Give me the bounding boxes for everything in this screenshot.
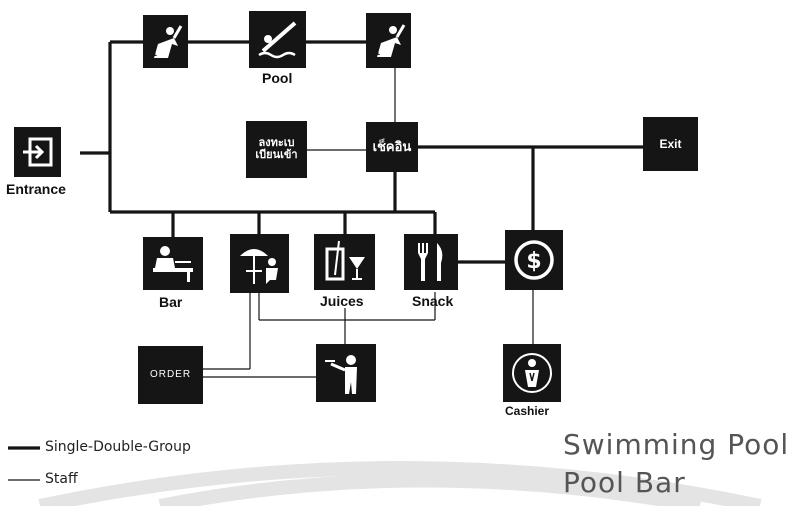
legend-staff-flow: Staff xyxy=(45,471,78,487)
juices-label: Juices xyxy=(320,293,364,309)
svg-text:$: $ xyxy=(526,249,541,274)
diagram-title: Swimming Pool xyxy=(563,428,790,461)
drinks-icon xyxy=(325,240,365,281)
pool-node xyxy=(249,11,306,68)
fork-knife-icon xyxy=(418,243,443,281)
guest-flow-lines xyxy=(80,40,643,264)
snack-label: Snack xyxy=(412,293,454,309)
payment-node: $ xyxy=(505,230,563,290)
dollar-icon: $ xyxy=(514,240,554,280)
entrance-label: Entrance xyxy=(6,181,66,197)
umbrella-table-icon xyxy=(239,248,278,284)
staff-node-left: 1 xyxy=(143,15,188,68)
diagram-subtitle: Pool Bar xyxy=(563,466,686,499)
svg-text:1: 1 xyxy=(152,49,158,59)
snack-node xyxy=(404,234,458,290)
pool-label: Pool xyxy=(262,70,293,86)
legend-swatches xyxy=(8,446,40,481)
legend-guest-flow: Single-Double-Group xyxy=(45,439,191,455)
cashier-label: Cashier xyxy=(505,404,550,418)
waiter-icon xyxy=(325,355,357,394)
bar-node xyxy=(143,237,203,290)
juices-node xyxy=(314,234,375,290)
checkin-label: เช็คอิน xyxy=(372,139,412,155)
lifeguard-icon: 1 xyxy=(152,24,182,59)
exit-label: Exit xyxy=(659,136,682,151)
cashier-person-icon xyxy=(512,353,552,393)
staff-flow-lines xyxy=(203,68,534,378)
waiter-node xyxy=(316,344,376,402)
bartender-icon xyxy=(153,245,193,282)
bar-label: Bar xyxy=(159,294,183,310)
register-label-line2: เบียนเข้า xyxy=(255,148,298,161)
entrance-door-icon xyxy=(22,137,52,167)
svg-text:1: 1 xyxy=(375,48,381,58)
staff-node-right: 1 xyxy=(366,13,411,68)
checkin-node: เช็คอิน xyxy=(366,122,418,172)
entrance-node xyxy=(14,127,61,177)
umbrella-table-node xyxy=(230,234,289,293)
cashier-node xyxy=(503,344,561,402)
register-label-line1: ลงทะเบ xyxy=(258,136,295,149)
exit-node: Exit xyxy=(643,117,698,171)
watermark-arcs xyxy=(38,461,762,506)
order-label: ORDER xyxy=(149,368,192,380)
swimmer-icon xyxy=(257,20,296,58)
register-node: ลงทะเบ เบียนเข้า xyxy=(246,121,307,178)
lifeguard-icon: 1 xyxy=(375,23,405,58)
order-node: ORDER xyxy=(138,346,203,404)
